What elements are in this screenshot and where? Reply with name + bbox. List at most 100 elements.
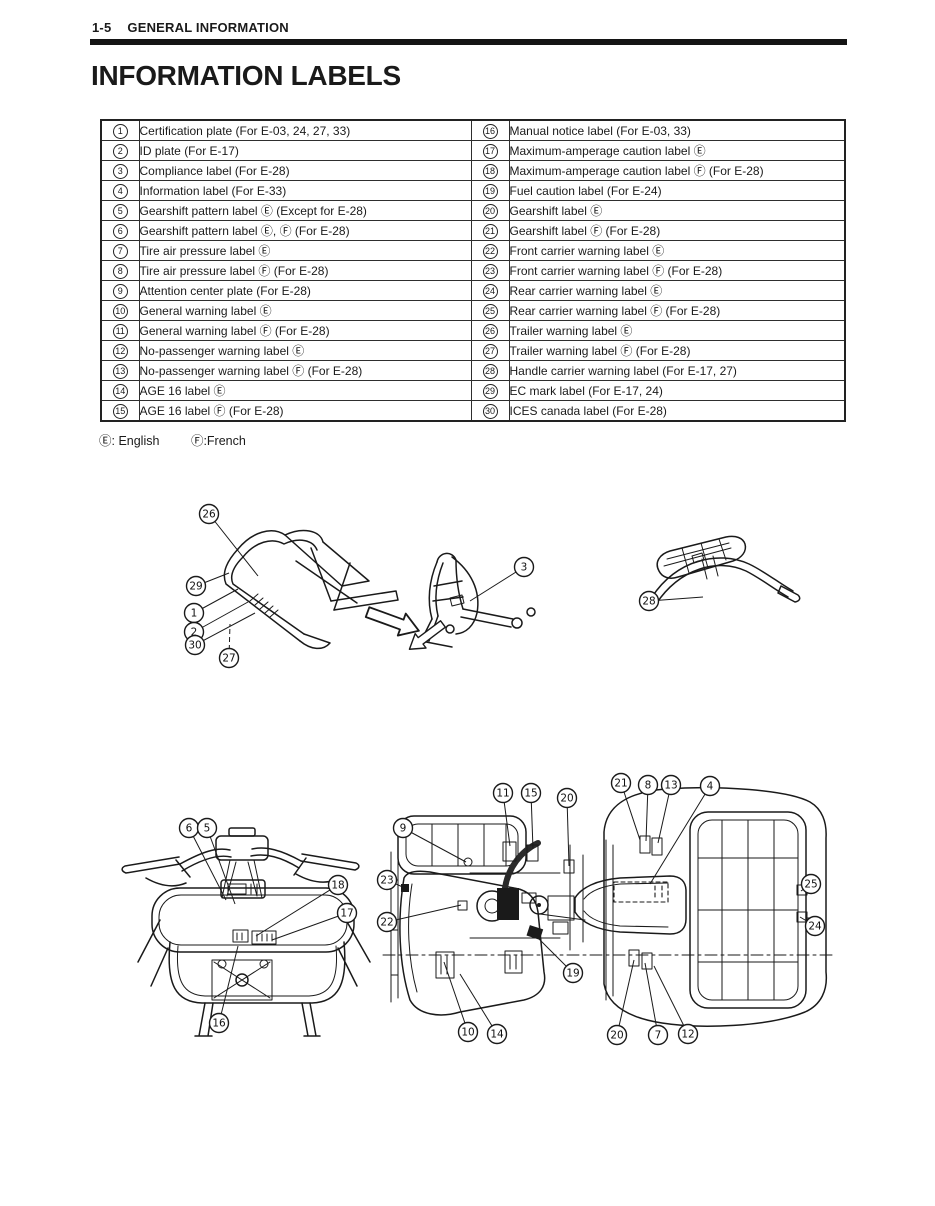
callout-number: 14 [490, 1029, 504, 1041]
callout-number: 1 [191, 608, 198, 620]
callout-circle [556, 787, 578, 809]
front-view-drawing [121, 827, 371, 1037]
handlebar-carrier-drawing [647, 535, 801, 607]
callout-number: 13 [664, 780, 677, 792]
header-rule [90, 39, 847, 45]
front-frame-callouts: 3 [469, 556, 535, 602]
label-cell: EC mark label (For E-17, 24) [508, 380, 846, 401]
callout-number: 4 [707, 781, 714, 793]
label-cell: ICES canada label (For E-28) [508, 400, 846, 422]
callout-number: 27 [222, 653, 235, 665]
leader-line [616, 959, 635, 1036]
row-number-badge: 9 [112, 283, 128, 299]
callout-circle [637, 774, 659, 796]
row-number-badge: 15 [112, 403, 128, 419]
callout-number: 7 [655, 1030, 662, 1042]
callout-number: 28 [642, 596, 655, 608]
label-cell: Gearshift pattern label Ⓔ, Ⓕ (For E-28) [138, 220, 472, 241]
callout-circle [327, 874, 349, 896]
leader-line [255, 884, 339, 937]
row-number-badge: 21 [482, 223, 498, 239]
label-cell: ID plate (For E-17) [138, 140, 472, 161]
row-number-badge: 10 [112, 303, 128, 319]
callout-number: 10 [461, 1027, 474, 1039]
front-frame-drawing [408, 552, 536, 650]
callout-circle [336, 902, 358, 924]
callout-circle [376, 869, 398, 891]
row-number-cell: 29 [470, 380, 510, 401]
legend-french: Ⓕ:French [190, 434, 246, 448]
callout-number: 20 [560, 793, 573, 805]
label-cell: General warning label Ⓕ (For E-28) [138, 320, 472, 341]
leader-line [193, 601, 249, 633]
row-number-badge: 18 [482, 163, 498, 179]
row-number-badge: 3 [112, 163, 128, 179]
leader-line [653, 965, 689, 1035]
row-number-badge: 19 [482, 183, 498, 199]
row-number-badge: 27 [482, 343, 498, 359]
row-number-badge: 2 [112, 143, 128, 159]
leader-line [188, 827, 227, 901]
callout-circle [513, 556, 535, 578]
leader-line [644, 962, 659, 1036]
row-number-cell: 4 [100, 180, 140, 201]
callout-number: 15 [524, 788, 537, 800]
leader-line [443, 961, 469, 1033]
row-number-badge: 23 [482, 263, 498, 279]
label-cell: Gearshift pattern label Ⓔ (Except for E-… [138, 200, 472, 221]
row-number-badge: 29 [482, 383, 498, 399]
callout-number: 16 [212, 1018, 226, 1030]
callout-circle [562, 962, 584, 984]
callout-circle [660, 774, 682, 796]
callout-number: 11 [496, 788, 509, 800]
label-cell: AGE 16 label Ⓕ (For E-28) [138, 400, 472, 422]
callout-number: 6 [186, 823, 193, 835]
leader-line [228, 623, 231, 659]
row-number-badge: 25 [482, 303, 498, 319]
callout-number: 12 [681, 1029, 694, 1041]
row-number-cell: 14 [100, 380, 140, 401]
row-number-badge: 30 [482, 403, 498, 419]
leader-line [206, 827, 236, 905]
callout-number: 2 [191, 627, 198, 639]
label-cell: Maximum-amperage caution label Ⓔ [508, 140, 846, 161]
row-number-badge: 1 [112, 123, 128, 139]
callout-number: 30 [188, 640, 201, 652]
label-cell: Attention center plate (For E-28) [138, 280, 472, 301]
label-cell: Rear carrier warning label Ⓕ (For E-28) [508, 300, 846, 321]
leader-line [469, 566, 525, 602]
callout-circle [392, 817, 414, 839]
leader-line [649, 785, 711, 885]
leader-line [386, 904, 462, 923]
section-title: GENERAL INFORMATION [127, 20, 289, 35]
row-number-badge: 22 [482, 243, 498, 259]
callout-circle [196, 817, 218, 839]
row-number-cell: 25 [470, 300, 510, 321]
page-header: 1-5 GENERAL INFORMATION [92, 20, 289, 35]
callout-number: 23 [380, 875, 393, 887]
callout-number: 26 [202, 509, 216, 521]
page-title: INFORMATION LABELS [91, 60, 401, 91]
callout-circle [457, 1021, 479, 1043]
row-number-badge: 28 [482, 363, 498, 379]
callout-circle [800, 873, 822, 895]
callout-number: 18 [331, 880, 344, 892]
leader-line [402, 827, 467, 863]
label-cell: Trailer warning label Ⓕ (For E-28) [508, 340, 846, 361]
callout-circle [184, 634, 206, 656]
page-number: 1-5 [92, 20, 112, 35]
callout-circle [185, 575, 207, 597]
row-number-cell: 6 [100, 220, 140, 241]
callout-number: 22 [380, 917, 393, 929]
row-number-badge: 26 [482, 323, 498, 339]
label-cell: Manual notice label (For E-03, 33) [508, 119, 846, 141]
